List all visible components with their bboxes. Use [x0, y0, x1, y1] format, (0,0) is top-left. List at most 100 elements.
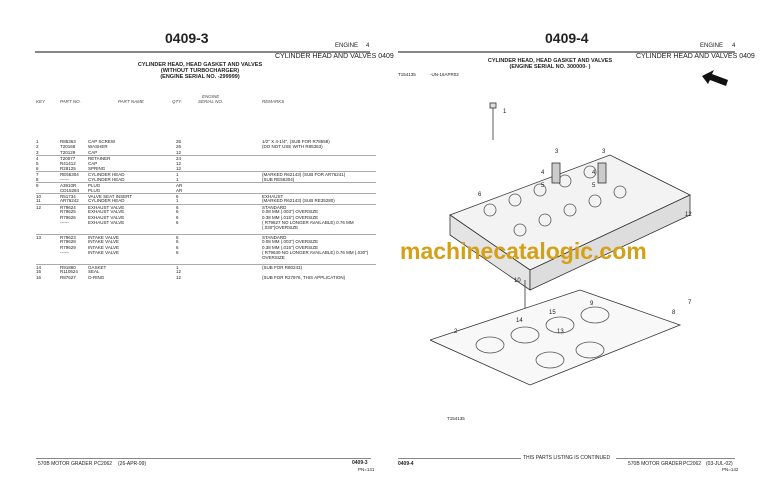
cell-name: INTAKE VALVE — [88, 234, 120, 240]
cell-qty: 6 — [176, 239, 179, 245]
cell-remarks: (SUB FOR R27976, THIS APPLICATION) — [262, 274, 346, 280]
right-footer-model: 570B MOTOR GRADER — [628, 461, 683, 467]
callout-12: 12 — [685, 212, 692, 218]
cell-qty: 6 — [176, 234, 179, 240]
cell-part: T20077 — [60, 156, 76, 162]
cell-part: T20129 — [60, 149, 76, 155]
cell-name: EXHAUST VALVE — [88, 214, 125, 220]
cell-name: PLUG — [88, 187, 101, 193]
cell-remarks: (MARKED R62143) (SUB FOR AR76241) — [262, 172, 346, 178]
right-section: ENGINE — [700, 43, 724, 49]
cell-key: 13 — [36, 234, 42, 240]
cap-screw-head — [489, 102, 497, 109]
cell-key: 15 — [36, 269, 42, 275]
cell-qty: 1 — [176, 264, 179, 270]
cell-remarks: (DO NOT USE WITH R85363) — [262, 144, 323, 150]
cell-qty: 6 — [176, 204, 179, 210]
cell-part: R79626 — [60, 214, 76, 220]
cell-part: R51734 — [60, 194, 76, 199]
cell-name: PLUG — [88, 183, 101, 189]
cell-key: 10 — [36, 194, 42, 199]
cell-remarks: OVERSIZE — [262, 255, 285, 261]
col-part-name: PART NAME — [118, 99, 144, 104]
figure-id: T154135 — [398, 72, 416, 77]
col-qty: QTY. — [172, 99, 183, 104]
cell-part: R41412 — [60, 160, 76, 166]
orientation-arrow-icon — [702, 70, 728, 86]
cell-name: VALVE SEAT INSERT — [88, 194, 133, 199]
left-section-no: 4 — [366, 43, 370, 49]
cell-key: 1 — [36, 139, 39, 144]
cell-qty: 12 — [176, 269, 182, 275]
callout-15: 15 — [549, 310, 556, 316]
cell-name: CYLINDER HEAD — [88, 176, 125, 182]
table-row: OVERSIZE — [36, 255, 376, 260]
left-footer-rule — [36, 458, 371, 459]
cell-remarks: 0.08 MM (.003") OVERSIZE — [262, 239, 319, 245]
cell-part: R28125 — [60, 166, 76, 171]
cell-name: CAP — [88, 149, 98, 155]
right-title: CYLINDER HEAD, HEAD GASKET AND VALVES (E… — [480, 58, 620, 70]
callout-7: 7 — [688, 300, 692, 306]
cell-remarks: ( R79627 NO LONGER AVAILABLE) 0.76 MM — [262, 220, 354, 225]
cell-key: 6 — [36, 166, 39, 171]
cell-part: T20168 — [60, 144, 76, 150]
cell-remarks: (MARKED R62143) (SUB RE35280) — [262, 198, 335, 204]
callout-4: 4 — [592, 170, 596, 176]
col-remarks: REMARKS — [262, 99, 285, 104]
left-footer-date: (26-APR-99) — [118, 461, 147, 467]
cell-part: ------ — [60, 176, 69, 182]
cell-qty: 24 — [176, 156, 182, 162]
left-footer-catalog: PC2062 — [94, 461, 113, 467]
figure-caption: T154135 — [447, 416, 465, 421]
left-footer-page: 0409-3 — [352, 460, 368, 466]
cell-part: R79623 — [60, 234, 76, 240]
watermark: machinecatalogic.com — [400, 238, 647, 264]
cell-name: EXHAUST VALVE — [88, 220, 125, 225]
left-title: CYLINDER HEAD, HEAD GASKET AND VALVES (W… — [130, 62, 270, 80]
title-line: (ENGINE SERIAL NO. 300000- ) — [509, 64, 591, 70]
left-page-number: 0409-3 — [165, 30, 209, 46]
cell-remarks: STANDARD — [262, 234, 287, 240]
cell-qty: 12 — [176, 274, 182, 280]
cell-part: R110524 — [60, 269, 78, 275]
callout-3: 3 — [602, 149, 606, 155]
cell-key: 11 — [36, 198, 41, 204]
callout-13: 13 — [557, 329, 564, 335]
right-footer-catalog: PC2062 — [683, 461, 702, 467]
cell-remarks: EXHAUST — [262, 194, 284, 199]
cell-qty: 6 — [176, 244, 179, 250]
cell-part: A3910R — [60, 183, 77, 189]
title-line: CYLINDER HEAD, HEAD GASKET AND VALVES — [487, 58, 613, 64]
cell-name: CYLINDER HEAD — [88, 198, 125, 204]
continued-note: THIS PARTS LISTING IS CONTINUED — [523, 455, 611, 461]
cell-remarks: 0.08 MM (.003") OVERSIZE — [262, 209, 319, 215]
right-footer-rule-a — [398, 458, 521, 459]
cell-part: R79624 — [60, 204, 76, 210]
cell-name: CAP — [88, 160, 98, 166]
cell-part: R79625 — [60, 209, 76, 215]
cell-name: CYLINDER HEAD — [88, 172, 125, 178]
cell-qty: 6 — [176, 209, 179, 215]
left-group: CYLINDER HEAD AND VALVES 0409 — [275, 53, 394, 60]
right-footer-sub: PN=142 — [722, 467, 739, 472]
cell-remarks: 1/2" X 4-1/4", (SUB FOR R78558) — [262, 139, 330, 144]
cell-qty: 6 — [176, 220, 179, 225]
callout-1: 1 — [503, 109, 507, 115]
callout-9: 9 — [590, 301, 594, 307]
